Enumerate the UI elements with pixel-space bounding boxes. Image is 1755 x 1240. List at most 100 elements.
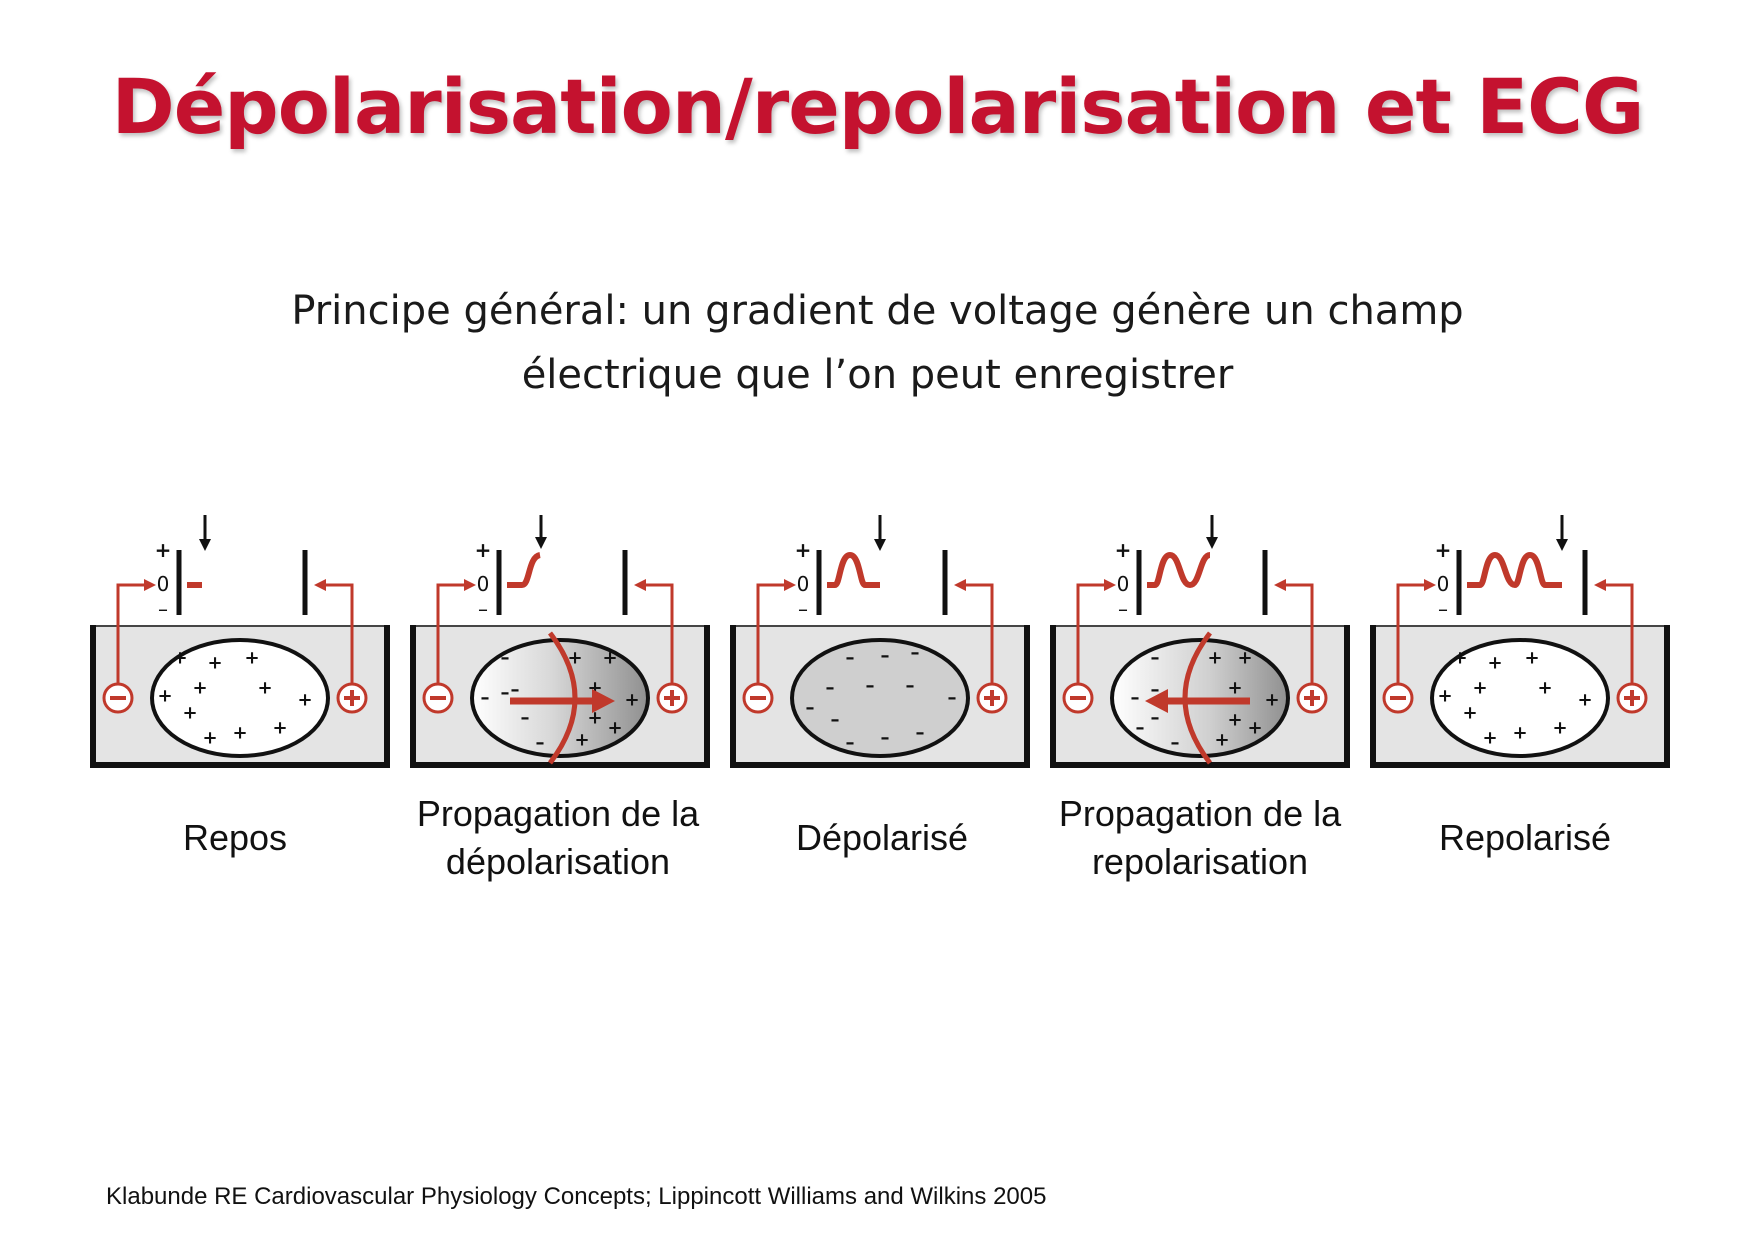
plus-charge: + (157, 686, 172, 707)
propagation-arrow-head (1145, 689, 1168, 713)
panel-depol: ––––––––––––+0– (730, 515, 1040, 785)
plus-charge: + (1207, 648, 1222, 669)
subtitle-line-1: Principe général: un gradient de voltage… (291, 288, 1464, 334)
panel-repol: ++++++++++++0– (1370, 515, 1680, 785)
plus-charge: + (192, 678, 207, 699)
plus-charge: + (624, 690, 639, 711)
positive-lead-wire (965, 583, 994, 684)
plus-charge: + (1577, 690, 1592, 711)
minus-charge: – (916, 723, 925, 744)
ecg-trace (1467, 551, 1562, 589)
positive-lead-arrowhead (1594, 579, 1606, 591)
plus-charge: + (1452, 648, 1467, 669)
negative-lead-wire (1076, 583, 1105, 684)
minus-charge: – (536, 733, 545, 754)
panel-depol-svg: ––––––––––––+0– (730, 515, 1030, 768)
axis-minus-label: – (158, 597, 168, 621)
plus-charge: + (232, 723, 247, 744)
minus-charge: – (481, 688, 490, 709)
minus-charge: – (831, 710, 840, 731)
axis-zero-label: 0 (797, 572, 810, 596)
axis-plus-label: + (1115, 538, 1132, 562)
minus-charge: – (881, 646, 890, 667)
caption-line: Propagation de la (1058, 793, 1342, 834)
minus-charge: – (501, 648, 510, 669)
bath-wall (730, 625, 1030, 768)
negative-lead-arrowhead (1424, 579, 1436, 591)
minus-charge: – (1131, 688, 1140, 709)
plus-charge: + (567, 648, 582, 669)
cell-ellipse (1430, 638, 1610, 758)
plus-charge: + (1524, 648, 1539, 669)
axis-minus-label: – (478, 597, 488, 621)
plus-charge: + (1482, 728, 1497, 749)
minus-charge: – (911, 643, 920, 664)
ecg-trace (507, 552, 542, 588)
plus-charge: + (202, 728, 217, 749)
plus-charge: + (1462, 703, 1477, 724)
cell-ellipse (790, 638, 970, 758)
plus-charge: + (1227, 710, 1242, 731)
minus-charge: – (501, 683, 510, 704)
positive-lead-arrowhead (314, 579, 326, 591)
minus-charge: – (846, 733, 855, 754)
minus-charge: – (1151, 708, 1160, 729)
positive-lead-arrowhead (954, 579, 966, 591)
positive-lead-arrowhead (1274, 579, 1286, 591)
minus-charge: – (1136, 718, 1145, 739)
panel-repol-prop-svg: ––––––++++++++0– (1050, 515, 1350, 768)
minus-charge: – (948, 688, 957, 709)
minus-charge: – (1171, 733, 1180, 754)
negative-lead-arrowhead (144, 579, 156, 591)
plus-charge: + (1487, 653, 1502, 674)
minus-charge: – (826, 678, 835, 699)
panel-rest-svg: ++++++++++++0– (90, 515, 390, 768)
axis-plus-label: + (795, 538, 812, 562)
plus-charge: + (574, 730, 589, 751)
plus-charge: + (1437, 686, 1452, 707)
axis-plus-label: + (475, 538, 492, 562)
cell-ellipse (150, 638, 330, 758)
axis-minus-label: – (798, 597, 808, 621)
panel-depol-prop-svg: ––––––++++++++0– (410, 515, 710, 768)
bath-wall (90, 625, 390, 768)
citation: Klabunde RE Cardiovascular Physiology Co… (106, 1183, 1047, 1210)
caption-repol: Repolarisé (1355, 814, 1695, 862)
negative-lead-wire (116, 583, 145, 684)
axis-plus-label: + (155, 538, 172, 562)
plus-charge: + (1214, 730, 1229, 751)
panel-rest: ++++++++++++0– (90, 515, 400, 785)
plus-charge: + (1512, 723, 1527, 744)
panel-repol-svg: ++++++++++++0– (1370, 515, 1670, 768)
plus-charge: + (257, 678, 272, 699)
minus-charge: – (806, 698, 815, 719)
negative-lead-arrowhead (1104, 579, 1116, 591)
plus-charge: + (244, 648, 259, 669)
plus-charge: + (207, 653, 222, 674)
plus-charge: + (1472, 678, 1487, 699)
bath-wall (1050, 625, 1350, 768)
bath-wall (1370, 625, 1670, 768)
caption-line: Propagation de la (416, 793, 700, 834)
axis-plus-label: + (1435, 538, 1452, 562)
minus-charge: – (1151, 648, 1160, 669)
positive-lead-wire (1605, 583, 1634, 684)
plus-charge: + (607, 718, 622, 739)
axis-zero-label: 0 (1437, 572, 1450, 596)
minus-charge: – (906, 676, 915, 697)
positive-lead-wire (645, 583, 674, 684)
caption-line: repolarisation (1091, 841, 1309, 882)
minus-charge: – (1151, 680, 1160, 701)
axis-zero-label: 0 (477, 572, 490, 596)
slide-title: Dépolarisation/repolarisation et ECG (111, 62, 1645, 151)
caption-line: Repolarisé (1438, 817, 1612, 858)
bath-wall (410, 625, 710, 768)
negative-lead-arrowhead (464, 579, 476, 591)
plus-charge: + (1264, 690, 1279, 711)
caption-rest: Repos (65, 814, 405, 862)
plus-charge: + (172, 648, 187, 669)
minus-charge: – (521, 708, 530, 729)
time-pointer-head (535, 537, 547, 549)
ecg-trace (827, 551, 880, 588)
